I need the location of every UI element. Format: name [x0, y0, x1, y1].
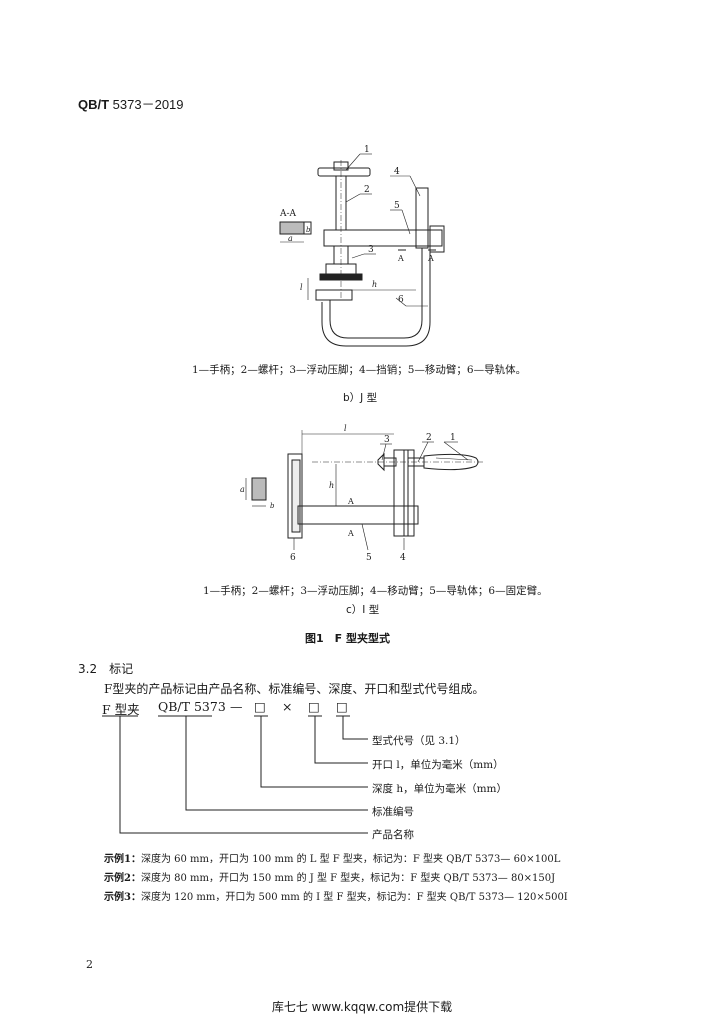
- fig-b-subtitle: b）J 型: [343, 392, 378, 404]
- section-heading: 3.2 标记: [78, 662, 134, 676]
- section-mark-a1: A: [397, 254, 404, 263]
- callout-4: 4: [394, 167, 400, 177]
- page-number: 2: [86, 958, 93, 971]
- marking-dash: —: [230, 699, 243, 714]
- section-label: A-A: [279, 209, 297, 219]
- dim-l-label-c: l: [344, 424, 347, 433]
- example-3: 示例3：深度为 120 mm，开口为 500 mm 的 I 型 F 型夹，标记为…: [104, 892, 568, 903]
- label-opening: 开口 l，单位为毫米（mm）: [372, 759, 504, 771]
- marking-type-box: □: [336, 699, 348, 714]
- callout-1: 1: [364, 145, 370, 155]
- callout-6: 6: [398, 295, 404, 305]
- section-mark-c2: A: [347, 529, 354, 538]
- marking-depth-box: □: [254, 699, 266, 714]
- fig-c-subtitle: c）I 型: [346, 604, 380, 616]
- dim-b-label-c: b: [270, 502, 275, 510]
- example-2: 示例2：深度为 80 mm，开口为 150 mm 的 J 型 F 型夹，标记为：…: [104, 873, 556, 884]
- dim-h-label-c: h: [329, 481, 334, 490]
- callout-3-c: 3: [384, 435, 390, 445]
- callout-1-c: 1: [450, 433, 456, 443]
- i-type-clamp-drawing: a b l h A A 1 2 3 4 5 6: [240, 424, 484, 563]
- label-product-name: 产品名称: [372, 829, 414, 841]
- callout-6-c: 6: [290, 553, 296, 563]
- marking-intro: F型夹的产品标记由产品名称、标准编号、深度、开口和型式代号组成。: [104, 682, 485, 696]
- j-type-clamp-drawing: A-A a b A A l h 1 2 3 4 5 6: [279, 145, 445, 347]
- marking-leader-lines: [102, 715, 368, 834]
- marking-times-sign: ×: [282, 699, 293, 714]
- dim-a-label-c: a: [240, 485, 245, 494]
- callout-4-c: 4: [400, 553, 406, 563]
- marking-standard-code: QB/T 5373: [158, 699, 226, 714]
- figure-title: 图1 F 型夹型式: [305, 632, 390, 645]
- callout-2: 2: [364, 185, 370, 195]
- callout-2-c: 2: [426, 433, 432, 443]
- callout-5-c: 5: [366, 553, 372, 563]
- section-mark-c1: A: [347, 497, 354, 506]
- label-depth: 深度 h，单位为毫米（mm）: [372, 783, 508, 795]
- marking-opening-box: □: [308, 699, 320, 714]
- label-standard-number: 标准编号: [372, 806, 414, 818]
- dim-l-label: l: [300, 283, 303, 292]
- label-type-code: 型式代号（见 3.1）: [372, 735, 466, 747]
- dim-b-label: b: [306, 226, 311, 234]
- document-standard-number: QB/T 5373－2019: [78, 97, 184, 112]
- example-1: 示例1：深度为 60 mm，开口为 100 mm 的 L 型 F 型夹，标记为：…: [104, 854, 561, 865]
- dim-a-label: a: [288, 234, 293, 243]
- callout-5: 5: [394, 201, 400, 211]
- fig-b-legend: 1—手柄；2—螺杆；3—浮动压脚；4—挡销；5—移动臂；6—导轨体。: [192, 364, 527, 376]
- fig-c-legend: 1—手柄；2—螺杆；3—浮动压脚；4—移动臂；5—导轨体；6—固定臂。: [203, 585, 548, 597]
- footer-download-note[interactable]: 库七七 www.kqqw.com提供下载: [271, 1000, 453, 1014]
- dim-h-label: h: [372, 280, 377, 289]
- marking-product-name: F 型夹: [102, 702, 140, 717]
- callout-3: 3: [368, 245, 374, 255]
